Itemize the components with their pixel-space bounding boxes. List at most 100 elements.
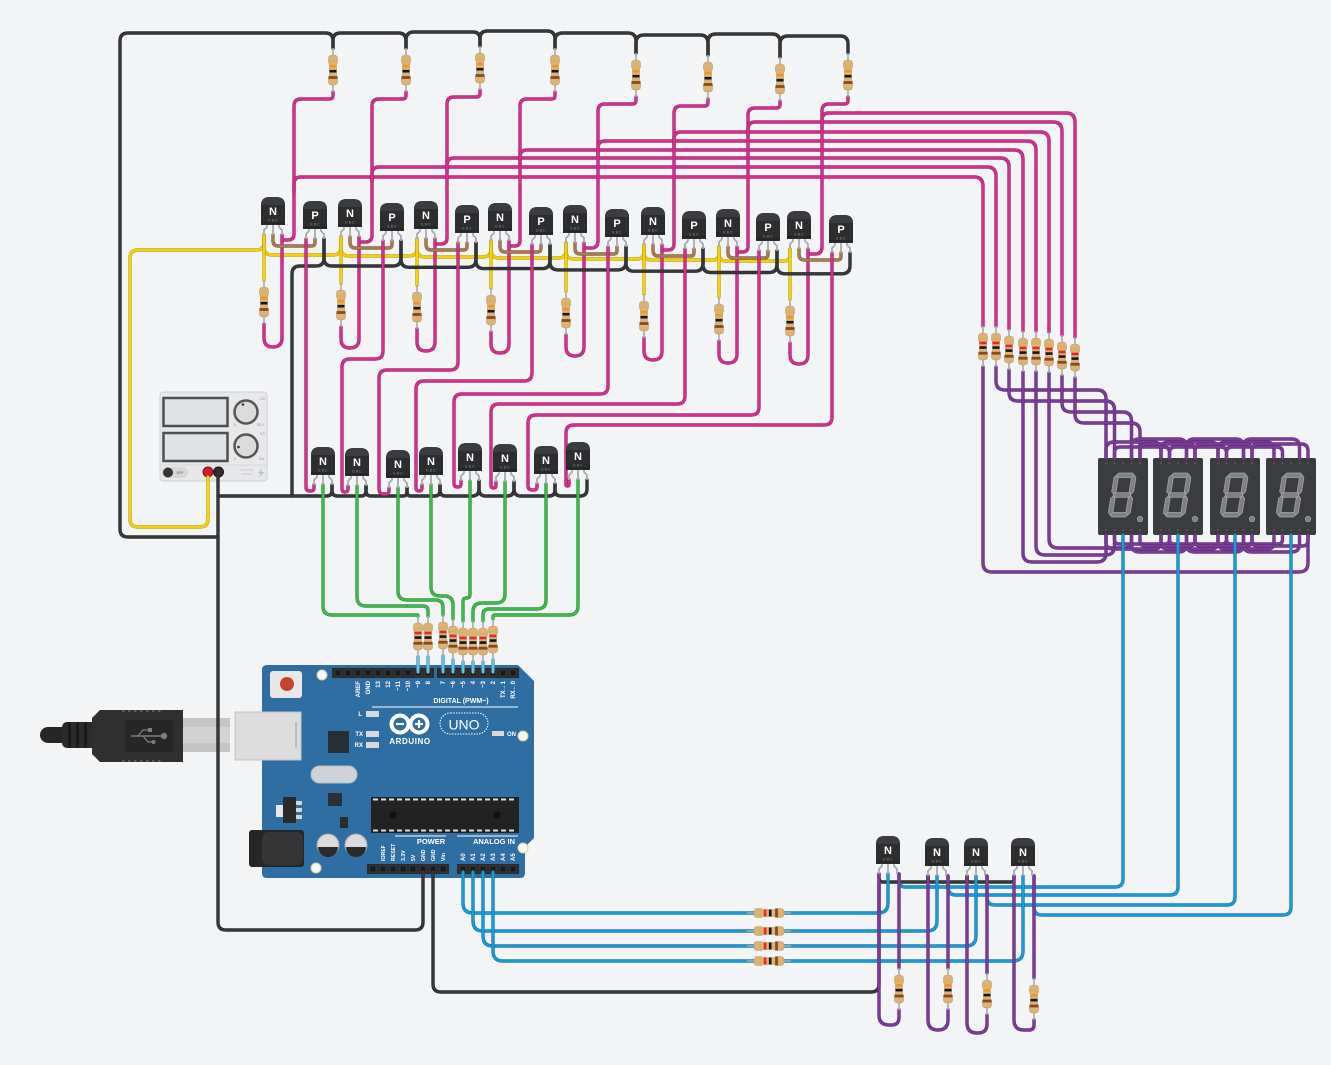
- wire-magenta[interactable]: [564, 241, 586, 358]
- wire-magenta[interactable]: [262, 233, 284, 349]
- transistor-top-2[interactable]: PE B C: [303, 201, 327, 239]
- resistor-middle-4[interactable]: [486, 288, 496, 332]
- wire-magenta[interactable]: [518, 148, 1025, 333]
- wire-magenta[interactable]: [672, 130, 1051, 334]
- resistor-segment-2[interactable]: [991, 326, 1001, 367]
- resistor-segment-3[interactable]: [1004, 329, 1014, 370]
- wire-magenta[interactable]: [788, 247, 810, 366]
- resistor-middle-3[interactable]: [412, 285, 422, 329]
- resistor-digital-8[interactable]: [488, 619, 498, 660]
- wire-magenta[interactable]: [717, 245, 739, 365]
- resistor-middle-1[interactable]: [259, 280, 269, 324]
- transistor-top-13[interactable]: NE B C: [716, 209, 740, 247]
- wire-purple[interactable]: [926, 874, 950, 1032]
- resistor-segment-1[interactable]: [978, 326, 988, 367]
- wire-magenta[interactable]: [660, 97, 710, 252]
- header-pin[interactable]: [389, 865, 397, 873]
- resistor-top-2[interactable]: [401, 48, 411, 92]
- wire-purple[interactable]: [1012, 874, 1036, 1032]
- wire-magenta[interactable]: [414, 243, 534, 493]
- header-pin[interactable]: [499, 669, 507, 677]
- header-pin[interactable]: [354, 669, 362, 677]
- wire-magenta[interactable]: [433, 88, 482, 246]
- display-pin-top[interactable]: [1177, 462, 1179, 464]
- wire-magenta[interactable]: [735, 99, 782, 254]
- display-pin-bottom[interactable]: [1225, 529, 1228, 531]
- display-pin-top[interactable]: [1307, 462, 1309, 464]
- wire-brown[interactable]: [424, 237, 469, 252]
- header-pin[interactable]: [509, 669, 517, 677]
- display-pin-top[interactable]: [1122, 462, 1124, 464]
- resistor-digital-4[interactable]: [448, 619, 458, 660]
- wire-green[interactable]: [491, 478, 580, 621]
- display-pin-bottom[interactable]: [1290, 529, 1292, 531]
- wire-blue[interactable]: [461, 870, 890, 915]
- resistor-middle-6[interactable]: [639, 294, 649, 338]
- seven-segment-display-4[interactable]: [1266, 458, 1316, 535]
- wire-magenta[interactable]: [415, 237, 437, 353]
- display-pin-top[interactable]: [1281, 462, 1284, 464]
- header-pin[interactable]: [364, 669, 372, 677]
- wire-brown[interactable]: [573, 241, 619, 256]
- transistor-top-16[interactable]: PE B C: [829, 215, 853, 253]
- wire-brown[interactable]: [797, 247, 843, 262]
- wire-magenta[interactable]: [304, 237, 316, 493]
- wire-brown[interactable]: [726, 245, 770, 260]
- header-pin[interactable]: [384, 669, 392, 677]
- wire-green[interactable]: [471, 480, 507, 623]
- display-pin-bottom[interactable]: [1217, 529, 1219, 531]
- transistor-middle-2[interactable]: NE B C: [345, 448, 369, 486]
- transistor-top-14[interactable]: PE B C: [756, 213, 780, 251]
- seven-segment-display-2[interactable]: [1153, 458, 1203, 535]
- display-pin-bottom[interactable]: [1242, 529, 1245, 531]
- resistor-top-5[interactable]: [631, 53, 641, 97]
- display-pin-top[interactable]: [1105, 462, 1107, 464]
- transistor-top-3[interactable]: NE B C: [338, 199, 362, 237]
- resistor-middle-8[interactable]: [785, 299, 795, 343]
- wire-magenta[interactable]: [642, 243, 664, 362]
- display-pin-bottom[interactable]: [1194, 529, 1196, 531]
- wire-magenta[interactable]: [564, 251, 834, 488]
- wire-magenta[interactable]: [507, 90, 557, 248]
- resistor-bottom-4[interactable]: [1029, 978, 1039, 1020]
- display-pin-bottom[interactable]: [1234, 529, 1236, 531]
- display-pin-bottom[interactable]: [1273, 529, 1275, 531]
- wire-yellow[interactable]: [128, 233, 266, 529]
- transistor-top-10[interactable]: PE B C: [605, 209, 629, 247]
- transistor-middle-8[interactable]: NE B C: [566, 442, 590, 480]
- resistor-analog-2[interactable]: [747, 926, 791, 936]
- display-pin-bottom[interactable]: [1298, 529, 1301, 531]
- wire-blue[interactable]: [471, 870, 939, 933]
- wire-magenta[interactable]: [746, 120, 1064, 337]
- transistor-middle-7[interactable]: NE B C: [534, 446, 558, 484]
- transistor-top-1[interactable]: NE B C: [261, 197, 285, 235]
- wire-magenta[interactable]: [489, 247, 687, 490]
- display-pin-bottom[interactable]: [1113, 529, 1116, 531]
- resistor-digital-6[interactable]: [468, 621, 478, 662]
- transistor-top-4[interactable]: PE B C: [380, 203, 404, 241]
- header-pin[interactable]: [344, 669, 352, 677]
- wire-magenta[interactable]: [596, 139, 1038, 333]
- wire-purple[interactable]: [1073, 376, 1142, 460]
- wire-green[interactable]: [461, 479, 472, 623]
- transistor-top-5[interactable]: NE B C: [414, 201, 438, 239]
- wire-purple[interactable]: [965, 874, 989, 1035]
- header-pin[interactable]: [499, 865, 507, 873]
- wire-brown[interactable]: [271, 233, 317, 248]
- display-pin-bottom[interactable]: [1160, 529, 1162, 531]
- wire-magenta[interactable]: [357, 90, 408, 244]
- resistor-top-6[interactable]: [703, 55, 713, 99]
- resistor-digital-2[interactable]: [423, 616, 433, 657]
- display-pin-top[interactable]: [1194, 462, 1196, 464]
- resistor-segment-5[interactable]: [1031, 331, 1041, 372]
- voltage-knob[interactable]: [233, 399, 259, 425]
- display-pin-bottom[interactable]: [1130, 529, 1133, 531]
- header-pin[interactable]: [439, 865, 447, 873]
- header-pin[interactable]: [409, 865, 417, 873]
- display-pin-top[interactable]: [1251, 462, 1253, 464]
- wire-magenta[interactable]: [339, 235, 361, 350]
- transistor-bottom-4[interactable]: NE B C: [1011, 838, 1035, 876]
- transistor-bottom-2[interactable]: NE B C: [925, 838, 949, 876]
